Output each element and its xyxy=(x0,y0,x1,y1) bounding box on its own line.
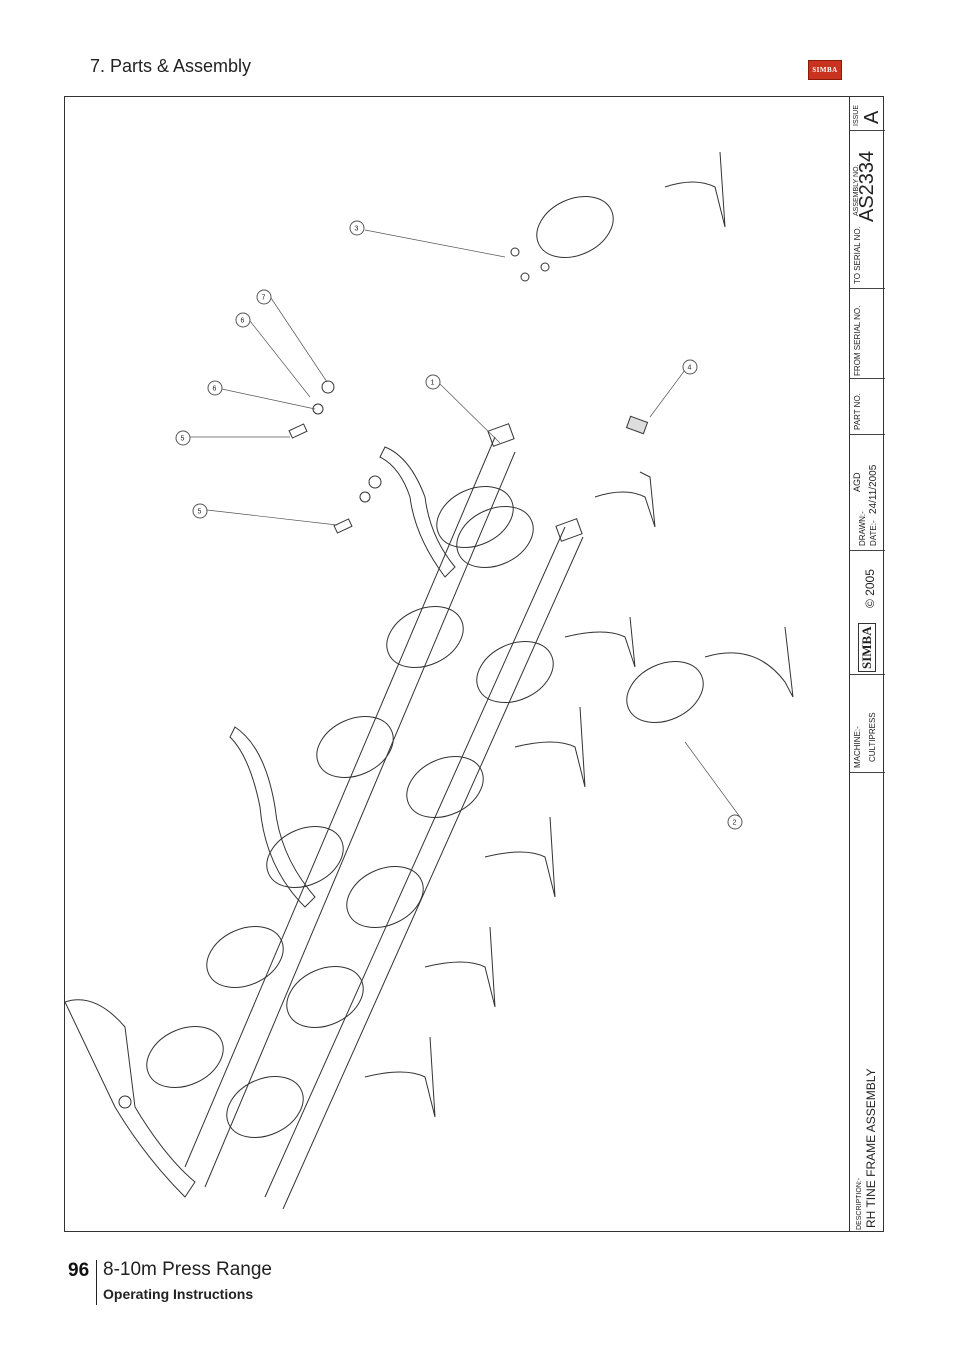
drawn-label: DRAWN:- xyxy=(858,511,867,546)
title-block-divider xyxy=(850,378,885,379)
brand-logo-text: SIMBA xyxy=(812,66,838,74)
title-block-logo: SIMBA xyxy=(858,623,876,672)
title-block-divider xyxy=(850,288,885,289)
link-arm xyxy=(379,446,456,578)
callout-label: 1 xyxy=(431,380,435,387)
press-wheels xyxy=(146,196,704,1138)
callout-label: 6 xyxy=(241,318,245,325)
rear-beam-edge xyxy=(264,526,566,1198)
title-block-divider xyxy=(850,550,885,551)
drawing-linework xyxy=(65,151,794,1210)
part-no-label: PART NO. xyxy=(853,393,862,430)
from-serial-label: FROM SERIAL NO. xyxy=(853,305,862,376)
callout-label: 7 xyxy=(262,295,266,302)
callout-balloons: 1 2 3 4 5 5 6 6 7 xyxy=(175,220,743,830)
callout-5b: 5 xyxy=(192,503,208,519)
copyright: © 2005 xyxy=(863,569,877,608)
machine-label: MACHINE:- xyxy=(853,726,862,768)
assembly-no-value: AS2334 xyxy=(856,150,878,222)
callout-5a: 5 xyxy=(175,430,191,446)
callout-4: 4 xyxy=(682,359,698,375)
tines xyxy=(364,151,794,1118)
description-value: RH TINE FRAME ASSEMBLY xyxy=(864,1068,878,1228)
date-value: 24/11/2005 xyxy=(868,464,879,514)
drawn-value: AGD xyxy=(852,472,862,492)
main-beam-edge xyxy=(184,436,496,1168)
side-bracket xyxy=(65,999,196,1198)
assembly-drawing: 1 2 3 4 5 5 6 6 7 xyxy=(65,151,794,1210)
machine-value: CULTIPRESS xyxy=(868,712,877,762)
rear-beam-edge xyxy=(282,536,584,1210)
callout-label: 3 xyxy=(355,226,359,233)
callout-2: 2 xyxy=(727,814,743,830)
callout-label: 6 xyxy=(213,386,217,393)
callout-label: 5 xyxy=(198,509,202,516)
to-serial-label: TO SERIAL NO. xyxy=(853,226,862,284)
beam-end-cap xyxy=(555,518,583,542)
title-block-divider xyxy=(850,434,885,435)
title-block-divider xyxy=(850,772,885,773)
drawing-frame xyxy=(64,96,884,1232)
callout-label: 2 xyxy=(733,820,737,827)
description-label: DESCRIPTION:- xyxy=(856,1177,863,1230)
brand-logo: SIMBA xyxy=(808,60,842,80)
page-number: 96 xyxy=(68,1260,90,1281)
callout-label: 4 xyxy=(688,365,692,372)
section-title: 7. Parts & Assembly xyxy=(90,56,252,76)
footer-divider xyxy=(96,1260,97,1305)
beam-end-cap xyxy=(487,423,515,447)
bracket-hole xyxy=(118,1095,132,1109)
doc-type: Operating Instructions xyxy=(103,1286,254,1302)
callout-label: 5 xyxy=(181,436,185,443)
fasteners xyxy=(288,247,649,534)
product-range: 8-10m Press Range xyxy=(103,1259,272,1280)
title-block-divider xyxy=(850,674,885,675)
link-arm xyxy=(229,726,316,908)
title-block-divider xyxy=(850,130,885,131)
issue-value: A xyxy=(861,110,883,124)
main-beam-edge xyxy=(204,451,516,1188)
callout-leaders xyxy=(190,229,741,818)
title-block: ISSUE A ASSEMBLY NO. AS2334 TO SERIAL NO… xyxy=(849,96,885,1232)
date-label: DATE:- xyxy=(869,520,878,546)
callout-6a: 6 xyxy=(207,380,223,396)
callout-3: 3 xyxy=(349,220,365,236)
issue-label: ISSUE xyxy=(853,104,860,126)
callout-1: 1 xyxy=(425,374,441,390)
callout-7: 7 xyxy=(256,289,272,305)
callout-6b: 6 xyxy=(235,312,251,328)
